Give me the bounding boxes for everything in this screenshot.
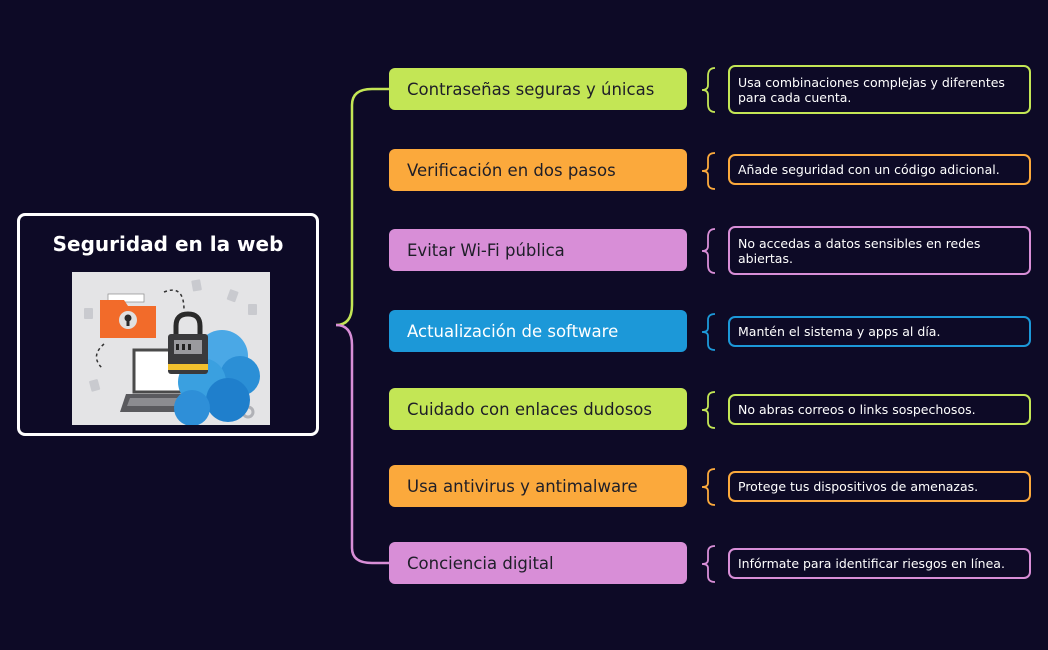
detail-wifi: No accedas a datos sensibles en redes ab… — [728, 226, 1031, 275]
topic-contrasenas[interactable]: Contraseñas seguras y únicas — [389, 68, 687, 110]
brace-icon — [701, 391, 716, 429]
root-node: Seguridad en la web — [17, 213, 319, 436]
detail-verificacion: Añade seguridad con un código adicional. — [728, 154, 1031, 185]
connector-upper — [335, 87, 389, 327]
cybersecurity-illustration — [72, 272, 270, 426]
dashed-arrow-icon — [163, 289, 185, 311]
detail-antivirus: Protege tus dispositivos de amenazas. — [728, 471, 1031, 502]
cloud-icon — [174, 330, 260, 426]
brace-icon — [701, 228, 716, 274]
padlock-icon — [168, 311, 208, 374]
detail-conciencia: Infórmate para identificar riesgos en lí… — [728, 548, 1031, 579]
folder-lock-icon — [100, 293, 156, 338]
connector-lower — [335, 323, 389, 565]
brace-icon — [701, 313, 716, 351]
document-icon — [84, 279, 257, 392]
topic-enlaces[interactable]: Cuidado con enlaces dudosos — [389, 388, 687, 430]
detail-enlaces: No abras correos o links sospechosos. — [728, 394, 1031, 425]
topic-actualizacion[interactable]: Actualización de software — [389, 310, 687, 352]
topic-wifi[interactable]: Evitar Wi-Fi pública — [389, 229, 687, 271]
topic-antivirus[interactable]: Usa antivirus y antimalware — [389, 465, 687, 507]
detail-contrasenas: Usa combinaciones complejas y diferentes… — [728, 65, 1031, 114]
root-title: Seguridad en la web — [52, 232, 284, 256]
dashed-arrow-icon — [95, 343, 105, 369]
brace-icon — [701, 67, 716, 113]
brace-icon — [701, 468, 716, 506]
topic-verificacion[interactable]: Verificación en dos pasos — [389, 149, 687, 191]
brace-icon — [701, 545, 716, 583]
brace-icon — [701, 152, 716, 190]
topic-conciencia[interactable]: Conciencia digital — [389, 542, 687, 584]
detail-actualizacion: Mantén el sistema y apps al día. — [728, 316, 1031, 347]
